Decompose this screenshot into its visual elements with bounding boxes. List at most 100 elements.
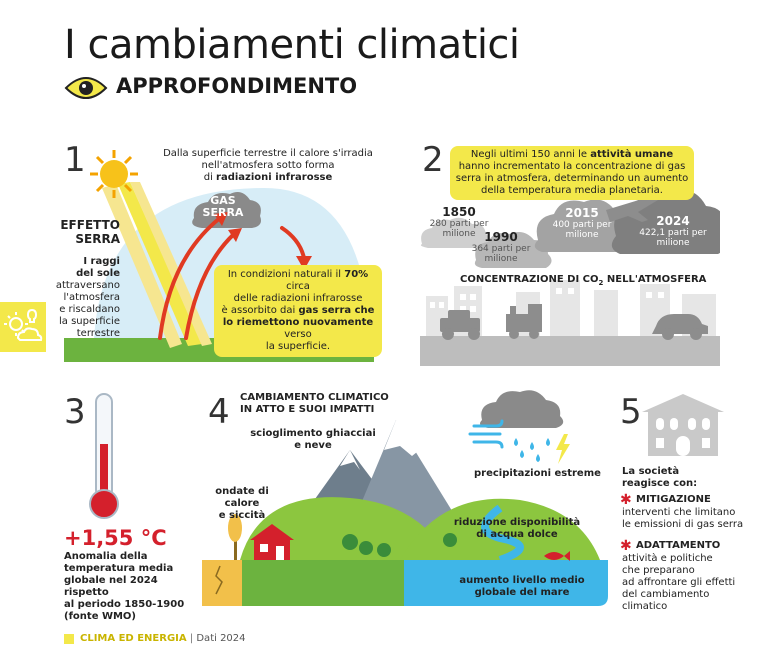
section-2-number: 2 [422,140,444,180]
society-intro: La società reagisce con: [622,466,762,490]
ada-line-1: attività e politiche [622,553,713,564]
glacier-label: scioglimento ghiacciai e neve [248,428,378,452]
cloud-year: 2015 [565,206,599,220]
human-activity-box: Negli ultimi 150 anni le attività umane … [450,146,694,200]
left-line-1: I raggi [83,256,120,267]
box1-line-3a: è assorbito dai [221,305,299,316]
ada-line-5: climatico [622,601,668,612]
cloud-year: 2024 [656,214,690,228]
t-line-1: Anomalia della [64,551,148,562]
city-co2-illustration [420,180,720,366]
box1-line-1a: In condizioni naturali il [227,269,345,280]
box1-line-2: delle radiazioni infrarosse [233,293,363,304]
adaptation-title: ADATTAMENTO [636,540,721,551]
temperature-description: Anomalia della temperatura media globale… [64,551,204,623]
glacier-line-1: scioglimento ghiacciai [250,428,376,439]
intro-line-2: reagisce con: [622,478,698,489]
intro-line-1: La società [622,466,680,477]
mitigation-bullet-icon: ✱ [620,492,632,508]
t-line-5: (fonte WMO) [64,611,137,622]
cloud-line-2: milione [565,230,599,240]
left-line-5: e riscaldano [59,304,120,315]
building-icon [640,392,726,458]
thermometer-icon [86,392,122,522]
footer: CLIMA ED ENERGIA | Dati 2024 [80,633,246,644]
gas-line-1: GAS [210,194,236,207]
box1-line-1b: 70% [344,269,369,280]
box1-line-3: è assorbito dai gas serra che [216,305,380,317]
cloud-year: 1850 [442,205,476,219]
box2-line-1: Negli ultimi 150 anni le attività umane [454,149,690,161]
gas-line-2: SERRA [202,206,244,219]
sun-rays-text: I raggi del sole attraversano l'atmosfer… [48,256,120,340]
cloud-line-2: milione [656,238,690,248]
co2-caption: CONCENTRAZIONE DI CO2 NELL'ATMOSFERA [460,274,706,287]
ada-line-4: del cambiamento [622,589,710,600]
greenhouse-illustration [64,148,374,364]
effetto-serra-label: EFFETTO SERRA [54,218,120,246]
water-line-1: riduzione disponibilità [453,517,581,528]
box1-line-4: lo riemettono nuovamente verso [216,317,380,341]
cloud-2015: 2015 400 parti per milione [542,206,622,240]
box1-line-1c: circa [286,281,310,292]
t-line-4: al periodo 1850-1900 [64,599,185,610]
s1-top-line-2: nell'atmosfera sotto forma [201,160,335,171]
cloud-1990: 1990 364 parti per milione [466,230,536,264]
footer-marker [64,634,74,644]
box2-line-4: della temperatura media planetaria. [481,185,663,196]
effect-line-2: SERRA [75,232,120,246]
co2-caption-a: CONCENTRAZIONE DI CO [460,274,599,285]
impacts-title-2: IN ATTO E SUOI IMPATTI [240,404,375,415]
cloud-1850: 1850 280 parti per milione [424,205,494,239]
page-title: I cambiamenti climatici [64,22,520,68]
heat-line-1: ondate di calore [215,486,269,509]
box1-line-1: In condizioni naturali il 70% circa [216,269,380,293]
impacts-title: CAMBIAMENTO CLIMATICO IN ATTO E SUOI IMP… [240,392,400,416]
mit-line-1: interventi che limitano [622,507,736,518]
box1-line-3b: gas serra che [298,305,375,316]
footer-sep: | [186,633,197,644]
box2-line-3: serra in atmosfera, determinando un aume… [455,173,689,184]
footer-brand: CLIMA ED ENERGIA [80,633,187,644]
mitigation-title: MITIGAZIONE [636,494,711,505]
t-line-2: temperatura media [64,563,174,574]
cloud-year: 1990 [484,230,518,244]
water-line-2: di acqua dolce [476,529,558,540]
climate-impacts-illustration [200,390,610,610]
eye-icon [64,74,108,102]
box2-line-1a: Negli ultimi 150 anni le [470,149,591,160]
page-subtitle: APPROFONDIMENTO [116,74,358,98]
box1-line-5: la superficie. [265,341,331,352]
glacier-line-2: e neve [294,440,332,451]
box1-line-4a: lo riemettono nuovamente [222,317,374,328]
impacts-title-1: CAMBIAMENTO CLIMATICO [240,392,389,403]
cloud-line-1: 364 parti per [471,244,531,254]
box1-line-4b: verso [284,329,312,340]
left-line-7: terrestre [76,328,120,339]
section-3-number: 3 [64,392,86,432]
sea-line-2: globale del mare [474,587,570,598]
t-line-3: globale nel 2024 rispetto [64,575,158,598]
rain-label: precipitazioni estreme [474,468,601,479]
mitigation-text: interventi che limitano le emissioni di … [622,507,762,531]
left-line-3: attraversano [55,280,120,291]
section-1-number: 1 [64,140,86,180]
sea-line-1: aumento livello medio [459,575,585,586]
box2-line-2: hanno incrementato la concentrazione di … [458,161,686,172]
section-1-top-text: Dalla superficie terrestre il calore s'i… [138,148,398,184]
ada-line-2: che preparano [622,565,695,576]
section-5-number: 5 [620,392,642,432]
cloud-line-1: 280 parti per [429,219,489,229]
section-4-number: 4 [208,392,230,432]
left-line-4: l'atmosfera [63,292,120,303]
water-label: riduzione disponibilità di acqua dolce [452,517,582,541]
sea-level-label: aumento livello medio globale del mare [452,575,592,599]
cloud-line-1: 422,1 parti per [639,228,707,238]
co2-caption-sub: 2 [598,279,604,287]
heat-line-2: e siccità [218,510,266,521]
adaptation-text: attività e politiche che preparano ad af… [622,553,762,613]
mit-line-2: le emissioni di gas serra [622,519,744,530]
sun-cloud-icon [0,302,46,352]
gas-serra-label: GAS SERRA [194,195,252,219]
cloud-line-2: milione [442,229,476,239]
